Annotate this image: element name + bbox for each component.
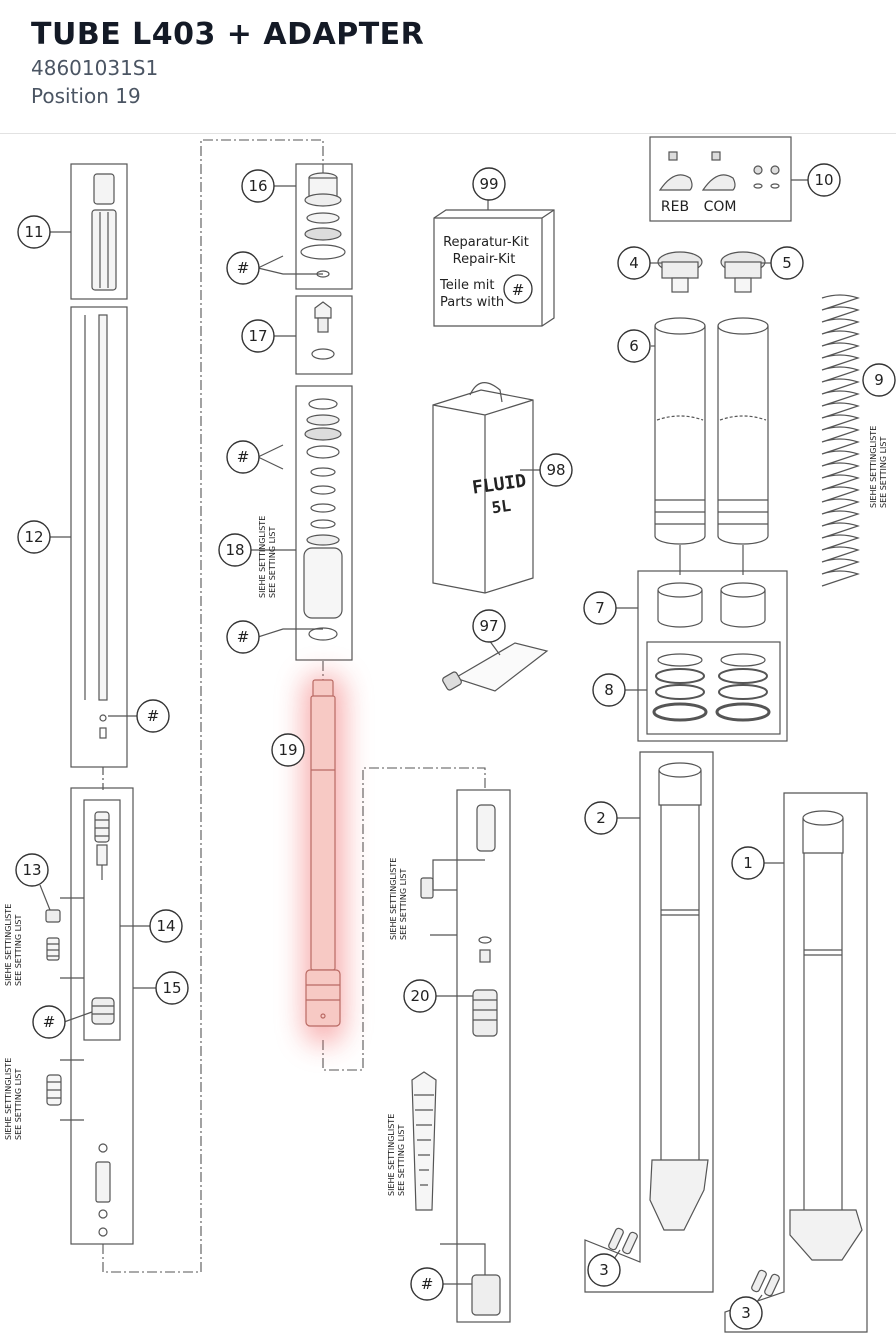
page-title: TUBE L403 + ADAPTER [31,17,425,52]
callout-hash-6[interactable]: # [410,1267,444,1301]
outer-tubes [584,751,868,1333]
callout-97[interactable]: 97 [472,609,506,643]
callout-group: 1 2 3 3 4 5 6 7 8 9 10 11 12 13 14 15 16… [15,163,896,1330]
repair-hash: # [512,281,525,299]
svg-text:3: 3 [599,1261,609,1279]
part-number: 48601031S1 [31,56,159,80]
reb-label: REB [661,199,689,215]
parts-with-en: Parts with [440,295,504,310]
callout-9[interactable]: 9 [862,363,896,397]
repair-hash-circle [503,274,533,304]
svg-text:5: 5 [782,254,792,272]
svg-text:15: 15 [162,979,181,997]
svg-text:18: 18 [225,541,244,559]
svg-text:9: 9 [874,371,884,389]
svg-text:1: 1 [743,854,753,872]
callout-6[interactable]: 6 [617,329,651,363]
callout-2[interactable]: 2 [584,801,618,835]
setting-en-20a: SEE SETTING LIST [399,869,408,940]
com-label: COM [704,199,737,215]
callout-4[interactable]: 4 [617,246,651,280]
svg-text:3: 3 [741,1304,751,1322]
svg-text:#: # [237,448,250,466]
callout-8[interactable]: 8 [592,673,626,707]
svg-text:#: # [421,1275,434,1293]
svg-text:12: 12 [24,528,43,546]
fluid-volume: 5L [490,496,512,517]
repair-kit-de: Reparatur-Kit [443,235,529,250]
callout-7[interactable]: 7 [583,591,617,625]
svg-text:#: # [147,707,160,725]
callout-99[interactable]: 99 [472,167,506,201]
callout-hash-3[interactable]: # [226,620,260,654]
callout-5[interactable]: 5 [770,246,804,280]
svg-text:#: # [43,1013,56,1031]
position-label: Position 19 [31,84,141,108]
adjuster-screws-box [649,136,810,222]
setting-en-15: SEE SETTING LIST [14,1069,23,1140]
callout-13[interactable]: 13 [15,853,49,887]
svg-text:13: 13 [22,861,41,879]
svg-text:2: 2 [596,809,606,827]
svg-text:7: 7 [595,599,605,617]
callout-hash-1[interactable]: # [226,251,260,285]
callout-16[interactable]: 16 [241,169,275,203]
damper-assembly-centre [251,163,353,661]
callout-3b[interactable]: 3 [729,1296,763,1330]
callout-98[interactable]: 98 [539,453,573,487]
svg-text:14: 14 [156,917,175,935]
repair-kit-en: Repair-Kit [453,252,516,267]
svg-text:4: 4 [629,254,639,272]
valve-assembly-20 [411,789,511,1323]
cartridge-assembly-left [39,163,156,1245]
svg-text:8: 8 [604,681,614,699]
callout-11[interactable]: 11 [17,215,51,249]
svg-text:11: 11 [24,223,43,241]
callout-19[interactable]: 19 [271,733,305,767]
svg-text:99: 99 [479,175,498,193]
setting-de-13: SIEHE SETTINGLISTE [4,904,13,986]
page-header: TUBE L403 + ADAPTER 48601031S1 Position … [0,0,896,134]
exploded-fork-diagram: Reparatur-Kit Repair-Kit Teile mit Parts… [4,136,896,1333]
callout-hash-5[interactable]: # [32,1005,66,1039]
callout-3a[interactable]: 3 [587,1253,621,1287]
callout-20[interactable]: 20 [403,979,437,1013]
assembly-frame-lines [102,139,486,1273]
svg-text:20: 20 [410,987,429,1005]
setting-en-13: SEE SETTING LIST [14,915,23,986]
svg-text:17: 17 [248,327,267,345]
svg-text:10: 10 [814,171,833,189]
callout-hash-2[interactable]: # [226,440,260,474]
setting-de-20a: SIEHE SETTINGLISTE [389,858,398,940]
callout-1[interactable]: 1 [731,846,765,880]
setting-de-18: SIEHE SETTINGLISTE [258,516,267,598]
setting-de-9: SIEHE SETTINGLISTE [869,426,878,508]
setting-list-labels: SIEHE SETTINGLISTE SEE SETTING LIST SIEH… [4,426,888,1196]
tube-19-part [305,679,341,1027]
callout-15[interactable]: 15 [155,971,189,1005]
grease-tube [442,639,549,692]
callout-17[interactable]: 17 [241,319,275,353]
fluid-can [432,382,540,594]
setting-de-15: SIEHE SETTINGLISTE [4,1058,13,1140]
svg-text:6: 6 [629,337,639,355]
setting-en-20b: SEE SETTING LIST [397,1125,406,1196]
svg-text:19: 19 [278,741,297,759]
callout-10[interactable]: 10 [807,163,841,197]
tube-position-19[interactable] [304,674,344,1044]
setting-en-9: SEE SETTING LIST [879,437,888,508]
fork-tubes-right [616,251,860,742]
callout-18[interactable]: 18 [218,533,252,567]
setting-de-20b: SIEHE SETTINGLISTE [387,1114,396,1196]
svg-text:#: # [237,259,250,277]
callout-14[interactable]: 14 [149,909,183,943]
setting-en-18: SEE SETTING LIST [268,527,277,598]
parts-with-de: Teile mit [439,278,494,293]
callout-12[interactable]: 12 [17,520,51,554]
svg-text:97: 97 [479,617,498,635]
svg-text:#: # [237,628,250,646]
svg-text:98: 98 [546,461,565,479]
svg-text:16: 16 [248,177,267,195]
callout-hash-4[interactable]: # [136,699,170,733]
